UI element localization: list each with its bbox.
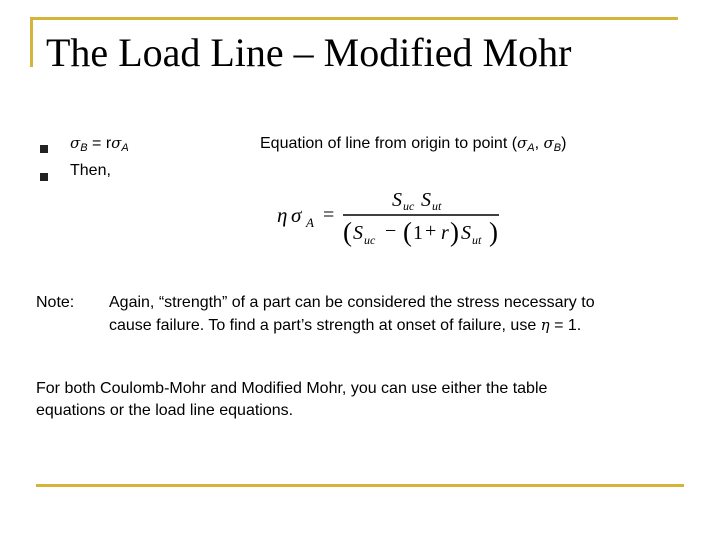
note-line-2-end: = 1. xyxy=(549,317,582,334)
den-s-ut: S xyxy=(461,222,471,244)
line-equation-note: Equation of line from origin to point (σ… xyxy=(260,133,566,158)
line-eq-prefix: Equation of line from origin to point ( xyxy=(260,135,518,152)
formula-eta: η xyxy=(277,203,287,227)
num-s-ut: S xyxy=(421,189,431,211)
sigma-symbol: σ xyxy=(111,134,122,152)
num-sub-ut: ut xyxy=(432,199,442,213)
bottom-rule xyxy=(36,484,684,487)
summary-line-2: equations or the load line equations. xyxy=(36,402,294,419)
sigma-symbol: σ xyxy=(70,134,81,152)
bullet-then: Then, xyxy=(70,162,111,179)
eta-symbol: η xyxy=(540,316,550,334)
den-sub-ut: ut xyxy=(472,233,482,247)
note-label: Note: xyxy=(36,294,75,311)
num-s-uc: S xyxy=(392,189,402,211)
den-close-paren: ) xyxy=(489,217,498,247)
line-eq-suffix: ) xyxy=(561,135,567,152)
subscript-a: A xyxy=(527,142,535,154)
bullet-marker xyxy=(40,173,48,181)
equals-r: = r xyxy=(87,135,112,152)
load-line-formula: η σ A = S uc S ut ( S uc − ( 1 + r ) S u… xyxy=(277,189,499,247)
bullet-sigma-relation: σB = rσA xyxy=(70,133,129,158)
line-eq-comma: , xyxy=(534,135,544,152)
summary-line-1: For both Coulomb-Mohr and Modified Mohr,… xyxy=(36,380,548,397)
bullet-marker xyxy=(40,145,48,153)
formula-sigma: σ xyxy=(291,203,303,227)
note-line-1: Again, “strength” of a part can be consi… xyxy=(109,294,595,311)
top-rule xyxy=(30,17,678,20)
left-rule xyxy=(30,17,33,67)
subscript-b: B xyxy=(553,142,562,154)
num-sub-uc: uc xyxy=(403,199,415,213)
den-inner-close: ) xyxy=(450,217,459,247)
den-r: r xyxy=(441,222,449,244)
slide-title: The Load Line – Modified Mohr xyxy=(46,30,572,75)
note-text: Again, “strength” of a part can be consi… xyxy=(109,292,709,337)
den-one: 1 xyxy=(413,222,423,244)
den-s-uc: S xyxy=(353,222,363,244)
subscript-a: A xyxy=(121,142,129,154)
subscript-b: B xyxy=(80,142,88,154)
formula-sub-a: A xyxy=(305,215,314,230)
note-line-2: cause failure. To find a part’s strength… xyxy=(109,314,709,337)
sigma-symbol: σ xyxy=(517,134,528,152)
note-line-2-text: cause failure. To find a part’s strength… xyxy=(109,317,541,334)
den-plus: + xyxy=(425,220,436,242)
sigma-symbol: σ xyxy=(543,134,554,152)
den-minus: − xyxy=(385,220,396,242)
formula-equals: = xyxy=(323,204,334,226)
den-inner-open: ( xyxy=(403,217,412,247)
summary-paragraph: For both Coulomb-Mohr and Modified Mohr,… xyxy=(36,378,696,422)
den-sub-uc: uc xyxy=(364,233,376,247)
den-open-paren: ( xyxy=(343,217,352,247)
